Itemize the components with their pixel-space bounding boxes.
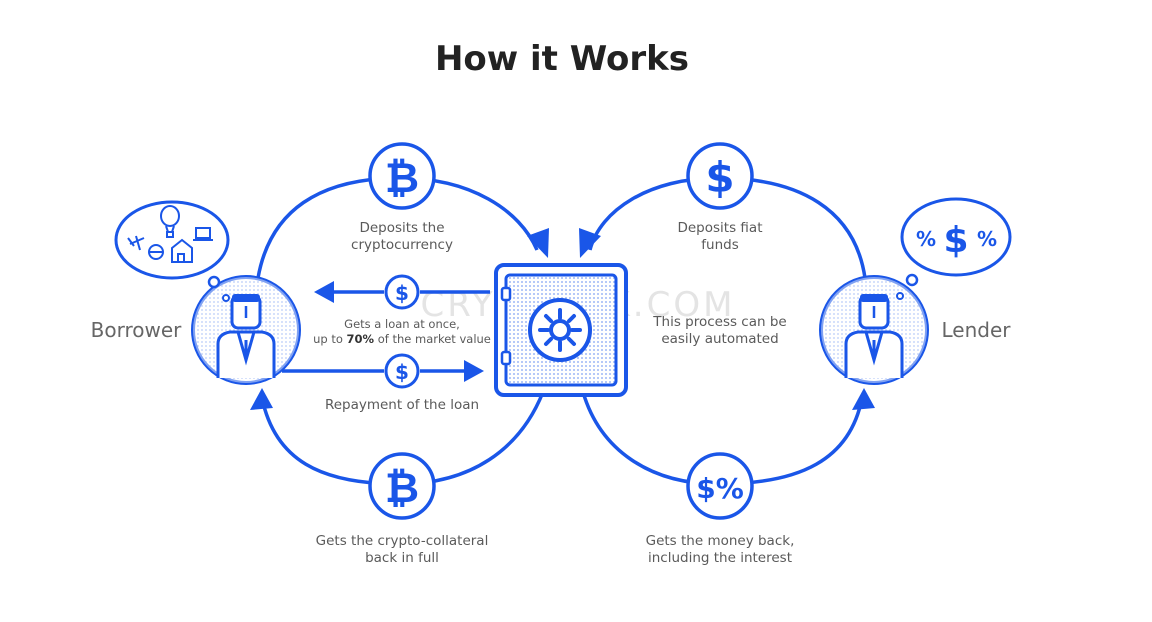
percent-icon: % [977, 227, 997, 251]
repayment-caption: Repayment of the loan [325, 397, 479, 413]
repayment-dollar-circle-icon [384, 353, 420, 389]
lender-avatar [819, 275, 929, 385]
lender-thought-bubble: % $ % [896, 197, 1012, 300]
deposit-crypto-caption-1: Deposits the [359, 220, 444, 236]
lender-label: Lender [942, 318, 1012, 342]
borrower-label: Borrower [91, 318, 183, 342]
loan-caption-2: up to 70% of the market value [313, 332, 491, 346]
loan-caption-1: Gets a loan at once, [344, 317, 460, 331]
borrower-avatar [191, 275, 301, 385]
dollar-icon: $ [943, 220, 968, 261]
percent-icon: % [916, 227, 936, 251]
page-title: How it Works [435, 39, 689, 79]
money-back-step: $% Gets the money back, including the in… [646, 452, 795, 566]
borrower-thought-bubble [114, 200, 230, 302]
dollar-circle-icon [686, 142, 754, 210]
arrow-repayment-to-safe [464, 360, 484, 382]
arrow-heads [250, 228, 875, 410]
repayment-dollar-icon: $ [395, 360, 409, 384]
bitcoin-icon: ₿ [385, 463, 419, 512]
arrow-into-borrower [250, 388, 273, 410]
deposit-fiat-caption-2: funds [701, 237, 738, 253]
globe-icon [148, 244, 164, 260]
collateral-back-step: ₿ Gets the crypto-collateral back in ful… [316, 452, 489, 566]
money-back-caption-1: Gets the money back, [646, 533, 795, 549]
arrow-into-safe-right [579, 228, 601, 258]
arrow-into-safe-left [527, 228, 549, 258]
dollar-percent-circle-icon [686, 452, 754, 520]
plane-icon [127, 235, 145, 251]
bitcoin-icon: ₿ [385, 153, 419, 202]
automation-note-line-2: easily automated [661, 331, 778, 347]
collateral-back-caption-2: back in full [365, 550, 439, 566]
money-back-caption-2: including the interest [648, 550, 792, 566]
bitcoin-circle-icon [368, 142, 436, 210]
dollar-icon: $ [705, 153, 734, 202]
deposit-crypto-caption-2: cryptocurrency [351, 237, 453, 253]
repayment-step: $ Repayment of the loan [325, 353, 479, 413]
safe-icon [494, 263, 628, 397]
deposit-crypto-step: ₿ Deposits the cryptocurrency [351, 142, 453, 253]
laptop-icon [193, 227, 213, 241]
balloon-icon [160, 205, 180, 238]
deposit-fiat-step: $ Deposits fiat funds [677, 142, 763, 253]
bitcoin-circle-icon [368, 452, 436, 520]
house-icon [171, 238, 193, 263]
collateral-back-caption-1: Gets the crypto-collateral [316, 533, 489, 549]
deposit-fiat-caption-1: Deposits fiat [677, 220, 762, 236]
arrow-loan-to-borrower [314, 281, 334, 303]
loan-dollar-circle-icon [384, 274, 420, 310]
loan-step: $ Gets a loan at once, up to 70% of the … [313, 274, 491, 346]
automation-note-line-1: This process can be [652, 314, 786, 330]
dollar-percent-icon: $% [696, 472, 744, 505]
loan-dollar-icon: $ [395, 281, 409, 305]
arrow-into-lender [852, 388, 875, 410]
